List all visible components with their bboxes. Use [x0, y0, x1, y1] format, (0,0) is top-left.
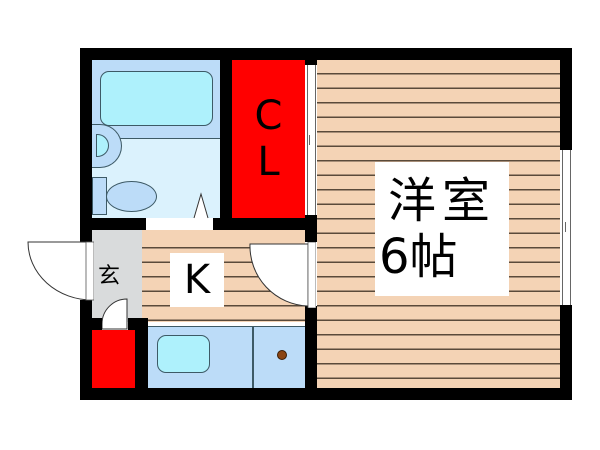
- wall-center-upper: [305, 48, 317, 65]
- stove-burner-icon: [277, 350, 287, 360]
- wall-entrance-kitchen: [135, 318, 148, 400]
- entrance-door-icon[interactable]: [26, 240, 94, 302]
- kitchen-label-text: K: [183, 257, 211, 303]
- western-room-name: 洋室: [387, 173, 496, 229]
- closet-label-l: L: [257, 139, 280, 185]
- toilet-tank: [92, 177, 107, 215]
- wall-bath-closet: [220, 48, 232, 230]
- wall-right-upper: [560, 48, 572, 150]
- counter-divider: [252, 326, 254, 388]
- wall-mid-horizontal-right: [213, 218, 317, 230]
- wall-center-lower: [305, 306, 317, 400]
- wall-center-mid: [305, 215, 317, 242]
- wall-bottom: [80, 388, 572, 400]
- window-east[interactable]: [562, 150, 571, 305]
- kitchen-label: K: [170, 253, 224, 307]
- bathroom-door-opening[interactable]: [146, 220, 213, 230]
- wall-right-lower: [560, 305, 572, 400]
- wall-top: [80, 48, 572, 60]
- bathroom-door-icon: [193, 192, 209, 219]
- closet: C L: [232, 60, 305, 218]
- wall-left-lower: [80, 300, 92, 400]
- western-room-label: 洋室 6帖: [375, 162, 509, 296]
- entrance-label: 玄: [98, 264, 121, 289]
- toilet-bowl: [106, 181, 157, 212]
- bathtub: [100, 71, 213, 126]
- wall-entrance-shelf-right: [128, 318, 148, 330]
- wall-entrance-shelf: [80, 318, 102, 330]
- washbasin-bowl: [96, 134, 109, 157]
- closet-label-c: C: [254, 93, 283, 139]
- window-overlap: [565, 222, 566, 232]
- wall-left-upper: [80, 48, 92, 242]
- closet-sliding-door[interactable]: [307, 65, 316, 215]
- kitchen-sink: [157, 335, 210, 373]
- sliding-door-overlap: [309, 135, 310, 145]
- washbasin: [86, 124, 122, 168]
- wall-mid-horizontal-left: [80, 218, 146, 230]
- western-room-size: 6帖: [379, 229, 458, 285]
- shoe-cabinet-door-icon: [101, 298, 128, 330]
- shoe-storage: [92, 330, 135, 388]
- western-room-door-icon[interactable]: [246, 242, 316, 308]
